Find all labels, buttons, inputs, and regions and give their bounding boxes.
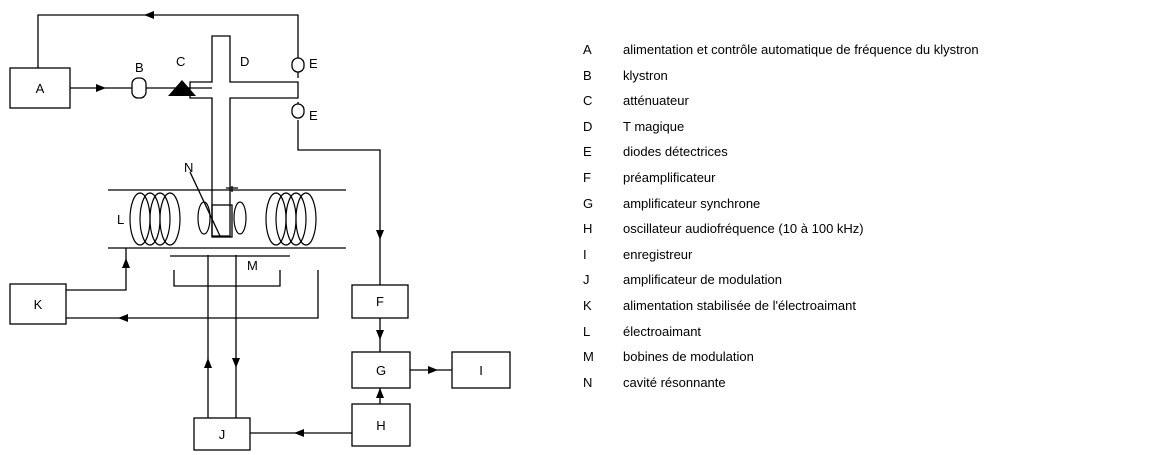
block-h-label: H [376,418,385,433]
diode-lower [291,103,305,119]
block-a-label: A [36,81,45,96]
label-e-lower: E [309,108,318,123]
label-c: C [176,54,185,69]
legend-key: I [583,246,587,262]
label-b: B [135,60,144,75]
block-i [451,351,511,389]
wire-j-to-coils [207,255,237,418]
modulation-coils [197,201,247,235]
legend-text: alimentation stabilisée de l'électroaima… [623,297,856,313]
label-m: M [247,258,258,273]
label-l: L [117,212,124,227]
legend-key: H [583,221,593,237]
electromagnet-right [265,192,317,246]
label-e-upper: E [309,56,318,71]
legend-text: cavité résonnante [623,374,726,390]
block-diagram: A K F G I H J B C D E E L M N [9,11,511,451]
legend-text: bobines de modulation [623,349,754,365]
block-i-label: I [479,363,483,378]
arrowheads [96,11,438,437]
legend-key: M [583,349,594,365]
block-k [9,283,67,325]
block-g [351,351,411,389]
wire-magnet-to-k [66,270,319,319]
block-f-label: F [376,294,384,309]
legend-key: J [583,272,590,288]
legend-key: D [583,118,593,134]
block-k-label: K [34,297,43,312]
electromagnet-left [129,192,181,246]
block-h [351,403,411,447]
legend-key: K [583,297,592,313]
wire-e-to-a [37,14,299,68]
legend-key: E [583,144,592,160]
block-j-label: J [219,427,226,442]
legend-text: enregistreur [623,246,693,262]
label-n: N [184,160,193,175]
legend-text: atténuateur [623,93,689,109]
cavity-tick [226,186,238,192]
block-f [351,284,409,319]
legend-key: G [583,195,594,211]
legend-key: F [583,169,591,185]
block-j [193,417,251,451]
legend-item: D T magique [583,114,979,140]
wire-e-to-f [297,120,381,285]
legend-text: klystron [623,67,668,83]
attenuator [168,80,196,96]
magic-t [189,35,299,237]
label-d: D [240,54,249,69]
legend-text: amplificateur synchrone [623,195,761,211]
block-g-label: G [376,363,386,378]
legend-key: L [583,323,591,339]
legend-text: amplificateur de modulation [623,272,782,288]
diode-upper [291,57,305,73]
klystron [131,77,147,99]
legend-text: préamplificateur [623,169,716,185]
n-pointer [189,171,221,237]
legend-key: N [583,374,593,390]
legend-key: B [583,67,592,83]
legend-key: A [583,42,592,57]
resonant-cavity [211,204,233,238]
block-a [9,67,71,109]
magnet-pole-lines [108,189,346,287]
legend-key: C [583,93,593,109]
legend-text: électroaimant [623,323,702,339]
legend-text: diodes détectrices [623,144,728,160]
legend-text: oscillateur audiofréquence (10 à 100 kHz… [623,221,864,237]
legend-text: T magique [623,118,685,134]
wire-k-to-magnet [66,248,127,291]
legend-text: alimentation et contrôle automatique de … [623,42,979,57]
